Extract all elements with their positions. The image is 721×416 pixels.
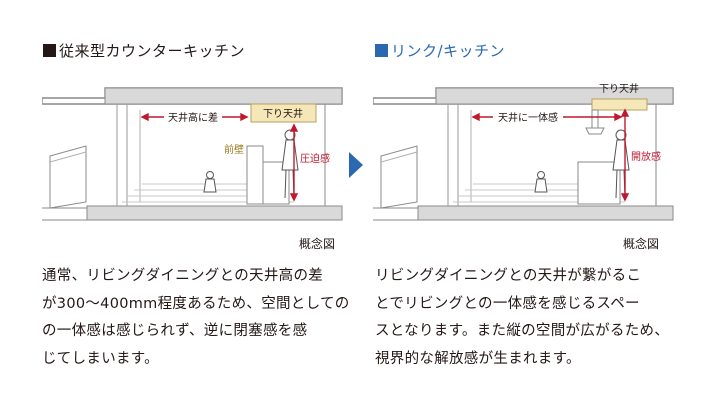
heading-conventional-kitchen: 従来型カウンターキッチン bbox=[43, 40, 245, 61]
description-line: 通常、リビングダイニングとの天井高の差 bbox=[42, 268, 324, 284]
link-description: リビングダイニングとの天井が繋がるこ とでリビングとの一体感を感じるスペー スと… bbox=[375, 263, 687, 373]
link-kitchen-illustration: 下り天井 天井に一体感 開放感 bbox=[373, 80, 683, 230]
height-diff-label: 天井高に差 bbox=[168, 111, 218, 124]
description-line: 視界的な解放感が生まれます。 bbox=[375, 350, 581, 367]
drop-ceiling-label: 下り天井 bbox=[263, 107, 303, 120]
link-section-drawing: 下り天井 天井に一体感 開放感 bbox=[373, 82, 674, 221]
heading-conventional-text: 従来型カウンターキッチン bbox=[59, 42, 246, 60]
description-line: が300〜400mm程度あるため、空間としての bbox=[42, 295, 350, 312]
description-line: じてしまいます。 bbox=[42, 350, 159, 367]
drop-ceiling-label-right: 下り天井 bbox=[599, 82, 639, 95]
description-line: の一体感は感じられず、逆に閉塞感を感 bbox=[42, 323, 308, 339]
front-wall-label: 前壁 bbox=[224, 143, 244, 156]
description-line: リビングダイニングとの天井が繋がるこ bbox=[375, 268, 642, 284]
concept-diagram-caption-left: 概念図 bbox=[299, 237, 336, 251]
conventional-section-drawing: 下り天井 天井高に差 前壁 圧迫感 bbox=[42, 87, 343, 221]
description-line: とでリビングとの一体感を感じるスペー bbox=[375, 295, 640, 312]
transition-arrow-icon bbox=[349, 152, 363, 178]
conventional-kitchen-illustration: 下り天井 天井高に差 前壁 圧迫感 bbox=[42, 80, 352, 230]
black-square-icon bbox=[43, 44, 56, 57]
description-line: スとなります。また縦の空間が広がるため、 bbox=[375, 323, 670, 339]
heading-link-text: リンク/キッチン bbox=[391, 42, 506, 60]
oppression-label: 圧迫感 bbox=[300, 152, 330, 165]
blue-square-icon bbox=[375, 44, 388, 57]
concept-diagram-caption-right: 概念図 bbox=[623, 237, 660, 251]
conventional-description: 通常、リビングダイニングとの天井高の差 が300〜400mm程度あるため、空間と… bbox=[42, 263, 354, 373]
openness-label: 開放感 bbox=[631, 150, 661, 163]
unity-label: 天井に一体感 bbox=[498, 111, 558, 124]
heading-link-kitchen: リンク/キッチン bbox=[375, 40, 505, 61]
